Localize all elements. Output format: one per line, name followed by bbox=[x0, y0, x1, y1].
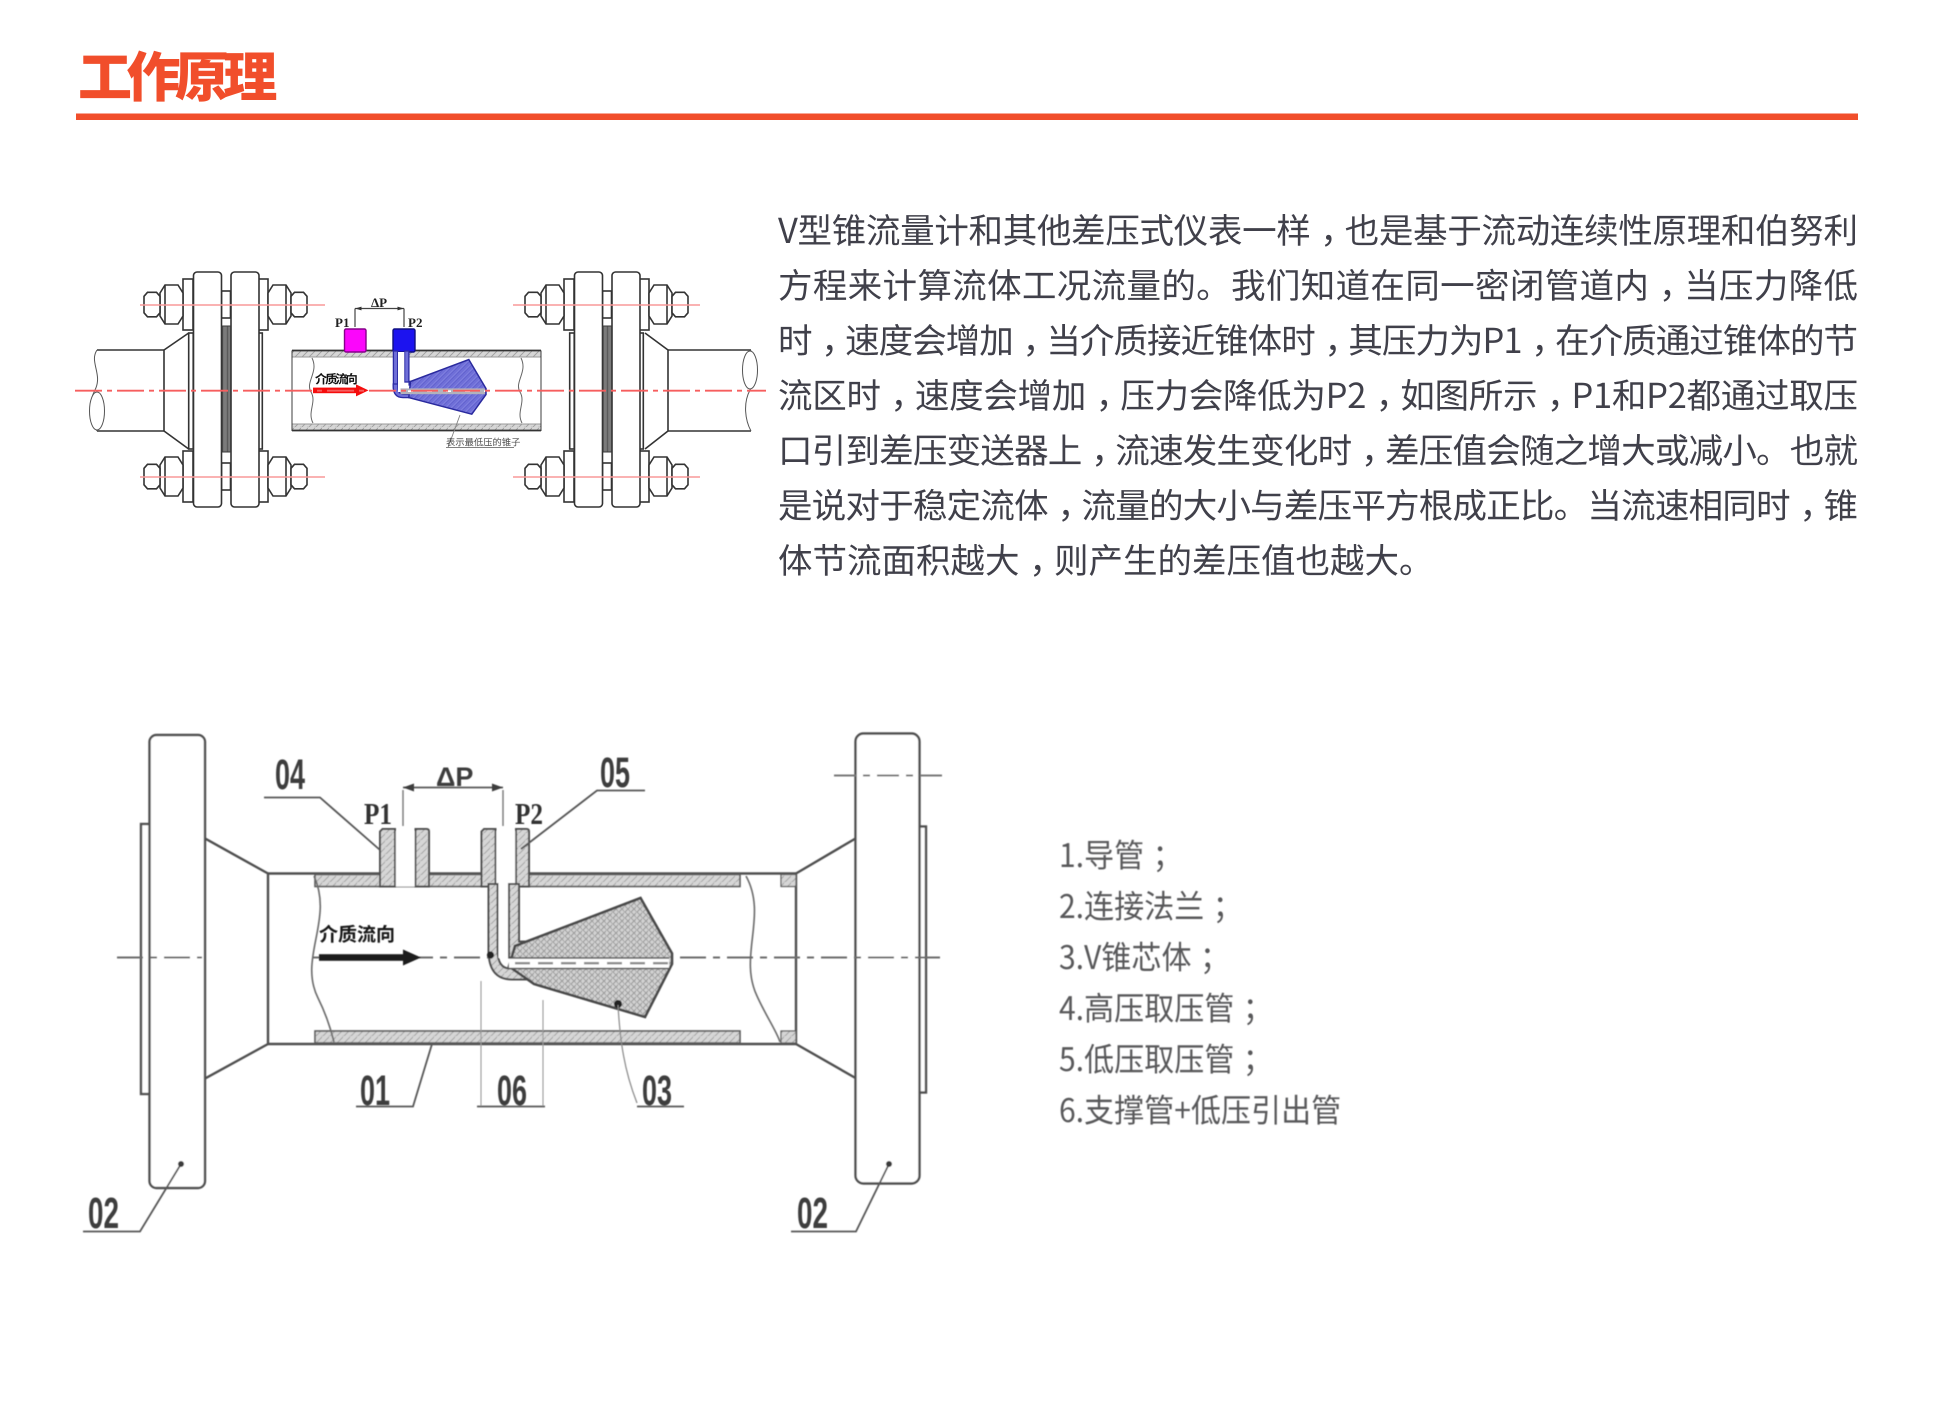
svg-text:P2: P2 bbox=[515, 796, 543, 831]
svg-text:ΔP: ΔP bbox=[371, 295, 387, 310]
svg-text:05: 05 bbox=[600, 749, 630, 797]
svg-text:02: 02 bbox=[797, 1189, 828, 1238]
svg-text:06: 06 bbox=[497, 1067, 527, 1115]
svg-text:04: 04 bbox=[275, 751, 305, 799]
svg-text:P1: P1 bbox=[364, 796, 392, 831]
svg-text:P2: P2 bbox=[408, 315, 422, 330]
svg-text:03: 03 bbox=[642, 1067, 672, 1115]
svg-text:01: 01 bbox=[360, 1067, 390, 1115]
svg-text:02: 02 bbox=[88, 1189, 119, 1238]
svg-text:P1: P1 bbox=[335, 315, 349, 330]
